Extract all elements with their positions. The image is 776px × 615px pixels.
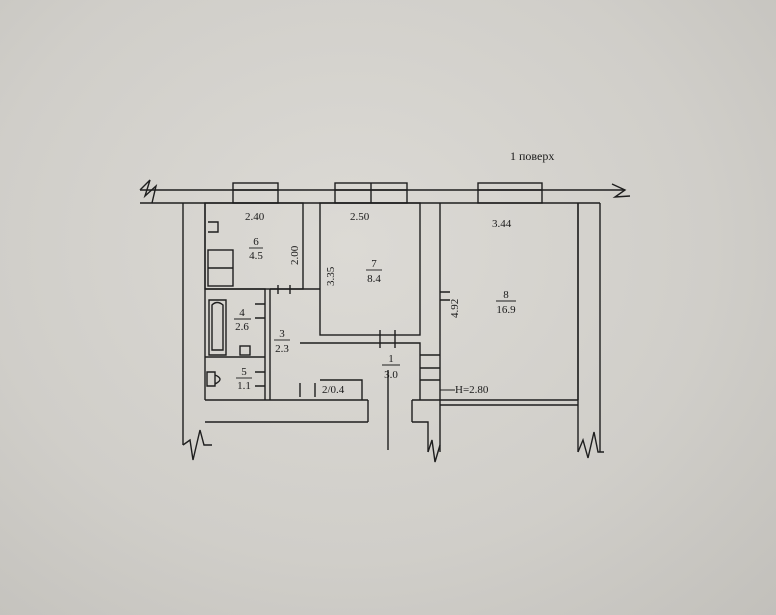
room-1-area: 3.0 <box>384 369 398 381</box>
plan-title: 1 поверх <box>510 149 554 163</box>
outer-wall-top <box>140 189 625 204</box>
room-7-number: 7 <box>371 258 377 270</box>
window-room6 <box>232 182 279 204</box>
dim-room8-width: 3.44 <box>492 218 512 230</box>
ceiling-height: H=2.80 <box>455 384 489 396</box>
room-8-outline <box>439 203 579 400</box>
break-mark-bottom-mid <box>427 439 441 463</box>
break-mark-bottom-right <box>577 431 604 459</box>
dim-room6-width: 2.40 <box>245 211 265 223</box>
dim-room8-depth: 4.92 <box>449 299 461 318</box>
room-5-number: 5 <box>241 366 247 378</box>
toilet <box>206 371 221 387</box>
dim-room7-depth: 3.35 <box>325 266 337 286</box>
room-2-label: 2/0.4 <box>322 384 345 396</box>
room-5-area: 1.1 <box>237 380 251 392</box>
room-8-number: 8 <box>503 289 509 301</box>
room-4-number: 4 <box>239 307 245 319</box>
room-6-area: 4.5 <box>249 250 263 262</box>
room-4-outline <box>205 288 266 400</box>
room8-bottom-wall <box>440 399 578 406</box>
outer-wall-bottom <box>205 399 441 452</box>
dim-room6-depth: 2.00 <box>289 245 301 265</box>
break-mark-left <box>139 179 158 204</box>
window-room8 <box>477 182 543 204</box>
room-8-area: 16.9 <box>496 304 516 316</box>
outer-wall-right <box>577 203 601 452</box>
room-7-outline <box>319 202 421 336</box>
dim-room7-width: 2.50 <box>350 211 370 223</box>
sink <box>208 221 219 233</box>
room-3-number: 3 <box>279 328 285 340</box>
washbasin <box>239 345 251 356</box>
break-mark-right <box>611 183 631 198</box>
door-marks <box>255 285 450 397</box>
room-3-area: 2.3 <box>275 343 289 355</box>
room-6-number: 6 <box>253 236 259 248</box>
room-1-number: 1 <box>388 353 394 365</box>
break-mark-bottom-left <box>182 429 212 461</box>
outer-wall-left <box>182 203 206 445</box>
bathtub <box>208 299 227 356</box>
room-7-area: 8.4 <box>367 273 381 285</box>
room-4-area: 2.6 <box>235 321 249 333</box>
room-1-outline <box>300 342 421 400</box>
